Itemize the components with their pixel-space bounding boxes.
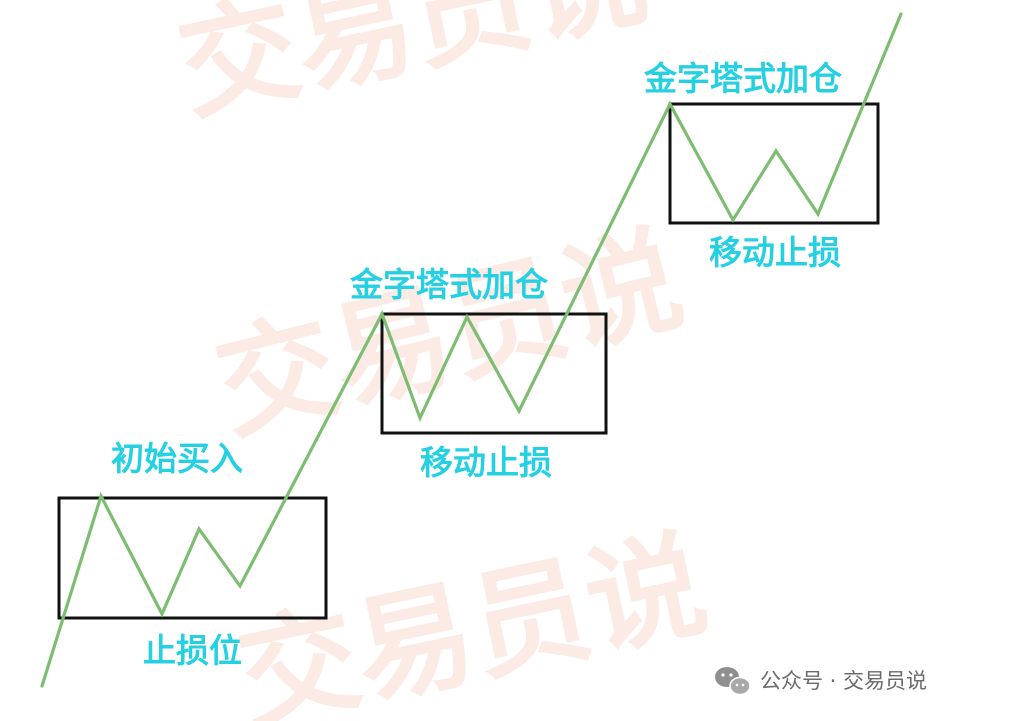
stop-loss-zone-box	[57, 496, 328, 620]
wechat-icon	[715, 667, 751, 696]
initial-buy-label: 初始买入	[111, 439, 243, 478]
trailing-stop-zone-box-1	[380, 312, 608, 435]
watermark-text: 交易员说	[203, 209, 694, 457]
stop-loss-label: 止损位	[143, 631, 242, 670]
price-path-line	[40, 12, 903, 688]
footer-account-text: 公众号 · 交易员说	[760, 669, 927, 693]
pyramid-add-label-2: 金字塔式加仓	[643, 59, 843, 98]
trailing-stop-label-1: 移动止损	[420, 443, 552, 482]
watermark-layer: 交易员说 交易员说 交易员说	[167, 0, 717, 721]
trailing-stop-zone-box-2	[668, 102, 880, 225]
trailing-stop-label-2: 移动止损	[709, 233, 841, 272]
pyramid-add-label-1: 金字塔式加仓	[349, 265, 549, 304]
watermark-text: 交易员说	[167, 0, 657, 137]
